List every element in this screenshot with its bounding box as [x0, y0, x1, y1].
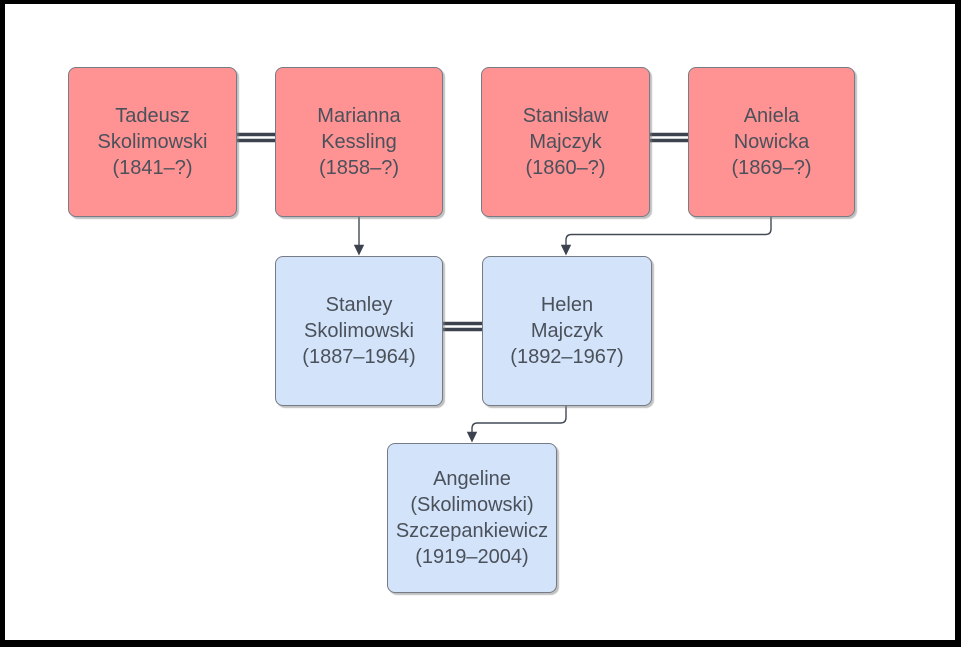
marriage-connector-tadeusz-marianna	[236, 132, 276, 143]
marriage-connector-stanley-helen	[442, 321, 483, 332]
parent-arrow-marianna-to-stanley	[353, 216, 365, 256]
parent-arrow-helen-to-angeline	[466, 406, 567, 443]
parent-arrow-aniela-to-helen	[560, 216, 772, 256]
person-node-angeline-szczepankiewicz[interactable]: Angeline(Skolimowski)Szczepankiewicz(191…	[387, 443, 557, 593]
person-label: Angeline(Skolimowski)Szczepankiewicz(191…	[395, 468, 549, 568]
marriage-connector-stanislaw-aniela	[649, 132, 689, 143]
